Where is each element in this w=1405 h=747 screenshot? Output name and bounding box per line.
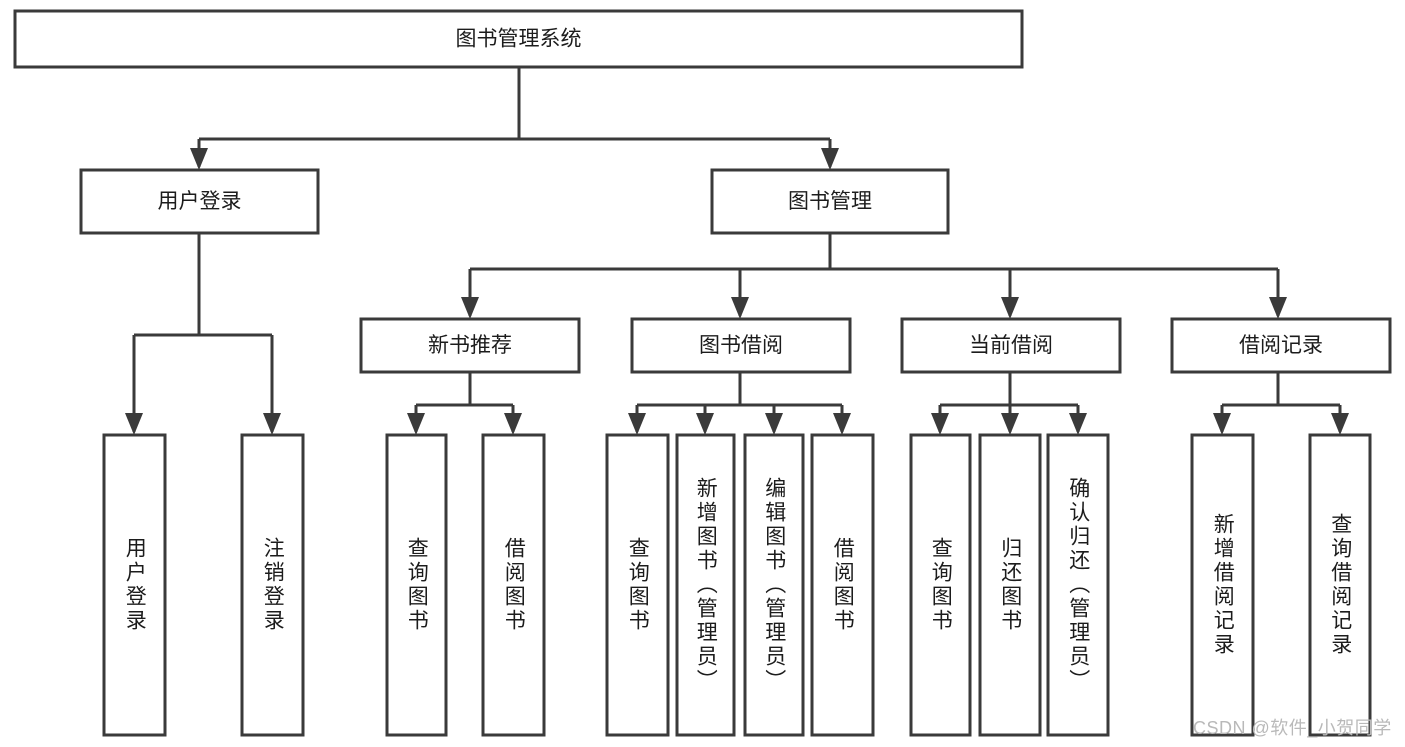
node-label-new-book-rec: 新书推荐 — [428, 334, 512, 357]
arrow-head-icon — [1069, 413, 1087, 435]
node-label-current-borrow: 当前借阅 — [969, 334, 1053, 357]
node-box-book-manage[interactable] — [710, 168, 950, 235]
node-box-leaf-edit-book[interactable] — [743, 433, 805, 737]
node-box-leaf-query-book-3[interactable] — [909, 433, 972, 737]
node-label-book-manage: 图书管理 — [788, 190, 872, 213]
arrow-head-icon — [125, 413, 143, 435]
watermark-text: CSDN @软件_小贺同学 — [1193, 718, 1392, 738]
node-label-book-borrow: 图书借阅 — [699, 334, 783, 357]
node-box-leaf-add-record[interactable] — [1190, 433, 1255, 737]
node-box-leaf-query-book-1[interactable] — [385, 433, 448, 737]
arrow-head-icon — [407, 413, 425, 435]
arrow-head-icon — [696, 413, 714, 435]
arrow-head-icon — [628, 413, 646, 435]
arrow-head-icon — [504, 413, 522, 435]
node-box-book-borrow[interactable] — [630, 317, 852, 374]
arrow-head-icon — [1331, 413, 1349, 435]
arrow-head-icon — [821, 148, 839, 170]
node-box-leaf-confirm-return[interactable] — [1046, 433, 1110, 737]
node-box-user-login[interactable] — [79, 168, 320, 235]
node-box-current-borrow[interactable] — [900, 317, 1122, 374]
node-box-leaf-return-book[interactable] — [978, 433, 1042, 737]
arrow-head-icon — [1213, 413, 1231, 435]
node-label-user-login: 用户登录 — [158, 190, 242, 213]
node-box-leaf-user-login[interactable] — [102, 433, 167, 737]
arrow-head-icon — [1001, 413, 1019, 435]
arrow-head-icon — [461, 297, 479, 319]
node-label-root: 图书管理系统 — [456, 28, 582, 51]
node-box-leaf-add-book[interactable] — [675, 433, 736, 737]
node-box-leaf-query-record[interactable] — [1308, 433, 1372, 737]
arrow-head-icon — [765, 413, 783, 435]
arrow-head-icon — [931, 413, 949, 435]
arrow-head-icon — [1269, 297, 1287, 319]
arrow-head-icon — [1001, 297, 1019, 319]
node-box-borrow-record[interactable] — [1170, 317, 1392, 374]
arrow-head-icon — [833, 413, 851, 435]
connector-layer — [125, 67, 1349, 435]
node-box-root[interactable] — [13, 9, 1024, 69]
node-box-leaf-query-book-2[interactable] — [605, 433, 670, 737]
node-box-leaf-borrow-book-1[interactable] — [481, 433, 546, 737]
node-box-new-book-rec[interactable] — [359, 317, 581, 374]
arrow-head-icon — [731, 297, 749, 319]
node-label-borrow-record: 借阅记录 — [1239, 334, 1323, 357]
arrow-head-icon — [263, 413, 281, 435]
node-box-leaf-logout[interactable] — [240, 433, 305, 737]
arrow-head-icon — [190, 148, 208, 170]
node-box-leaf-borrow-book-2[interactable] — [810, 433, 875, 737]
